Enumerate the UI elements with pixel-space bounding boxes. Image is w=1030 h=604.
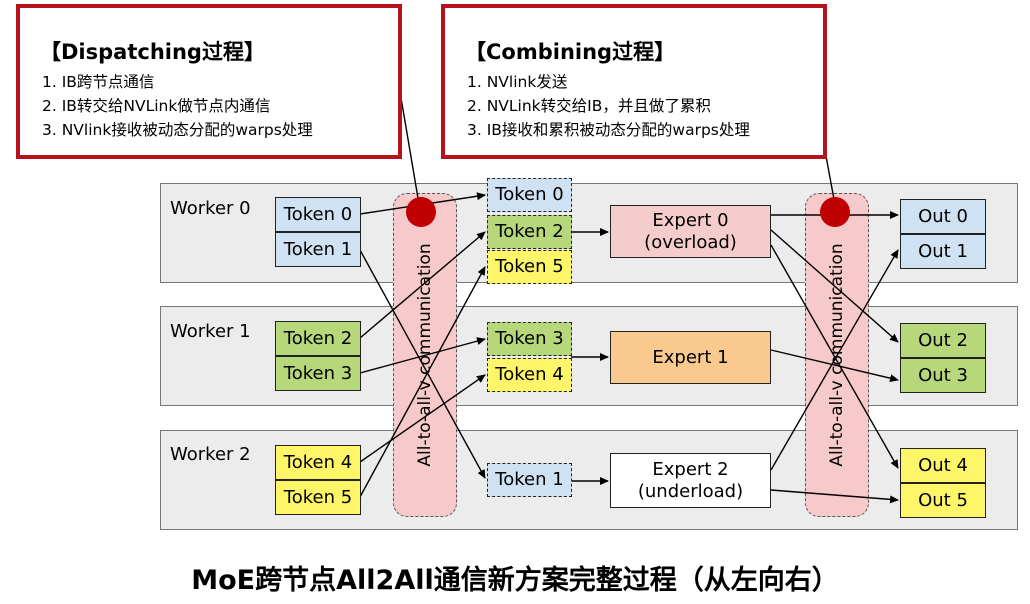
dispatch-comm-label: All-to-all-v communication xyxy=(415,243,435,467)
input-token-3: Token 3 xyxy=(275,356,361,391)
input-token-5: Token 5 xyxy=(275,480,361,515)
combine-comm-label: All-to-all-v communication xyxy=(827,243,847,467)
combine-dot xyxy=(820,197,850,227)
out-0: Out 0 xyxy=(900,199,986,234)
input-token-4: Token 4 xyxy=(275,445,361,480)
routed-token-0: Token 0 xyxy=(487,178,572,212)
routed-token-1: Token 1 xyxy=(487,463,572,497)
worker-0-label: Worker 0 xyxy=(170,198,251,219)
expert-0-load: (overload) xyxy=(644,231,737,253)
out-1: Out 1 xyxy=(900,234,986,269)
out-3: Out 3 xyxy=(900,358,986,393)
routed-token-5: Token 5 xyxy=(487,250,572,284)
combining-step-2: 2. NVLink转交给IB，并且做了累积 xyxy=(467,97,711,115)
out-4: Out 4 xyxy=(900,448,986,483)
dispatch-dot xyxy=(406,197,436,227)
combining-step-1: 1. NVlink发送 xyxy=(467,73,568,91)
combining-callout: 【Combining过程】 1. NVlink发送 2. NVLink转交给IB… xyxy=(441,4,827,159)
input-token-0: Token 0 xyxy=(275,197,361,232)
figure-caption: MoE跨节点All2All通信新方案完整过程（从左向右） xyxy=(191,565,839,596)
routed-token-4: Token 4 xyxy=(487,358,572,392)
out-2: Out 2 xyxy=(900,323,986,358)
expert-0: Expert 0 (overload) xyxy=(610,205,771,258)
dispatching-title: 【Dispatching过程】 xyxy=(40,40,265,64)
combining-step-3: 3. IB接收和累积被动态分配的warps处理 xyxy=(467,121,750,139)
expert-0-name: Expert 0 xyxy=(652,209,729,231)
routed-token-2: Token 2 xyxy=(487,215,572,249)
expert-2: Expert 2 (underload) xyxy=(610,453,771,508)
expert-2-load: (underload) xyxy=(637,480,744,502)
expert-1-name: Expert 1 xyxy=(652,346,729,368)
out-5: Out 5 xyxy=(900,483,986,518)
combining-title: 【Combining过程】 xyxy=(465,40,676,64)
dispatching-step-1: 1. IB跨节点通信 xyxy=(42,73,155,91)
routed-token-3: Token 3 xyxy=(487,322,572,356)
dispatching-step-3: 3. NVlink接收被动态分配的warps处理 xyxy=(42,121,313,139)
dispatch-comm-band: All-to-all-v communication xyxy=(393,193,457,517)
combine-comm-band: All-to-all-v communication xyxy=(805,193,869,517)
worker-1-label: Worker 1 xyxy=(170,321,251,342)
dispatching-callout: 【Dispatching过程】 1. IB跨节点通信 2. IB转交给NVLin… xyxy=(16,4,402,159)
dispatching-step-2: 2. IB转交给NVLink做节点内通信 xyxy=(42,97,271,115)
input-token-1: Token 1 xyxy=(275,232,361,267)
expert-2-name: Expert 2 xyxy=(652,458,729,480)
expert-1: Expert 1 xyxy=(610,331,771,384)
worker-2-label: Worker 2 xyxy=(170,444,251,465)
input-token-2: Token 2 xyxy=(275,321,361,356)
